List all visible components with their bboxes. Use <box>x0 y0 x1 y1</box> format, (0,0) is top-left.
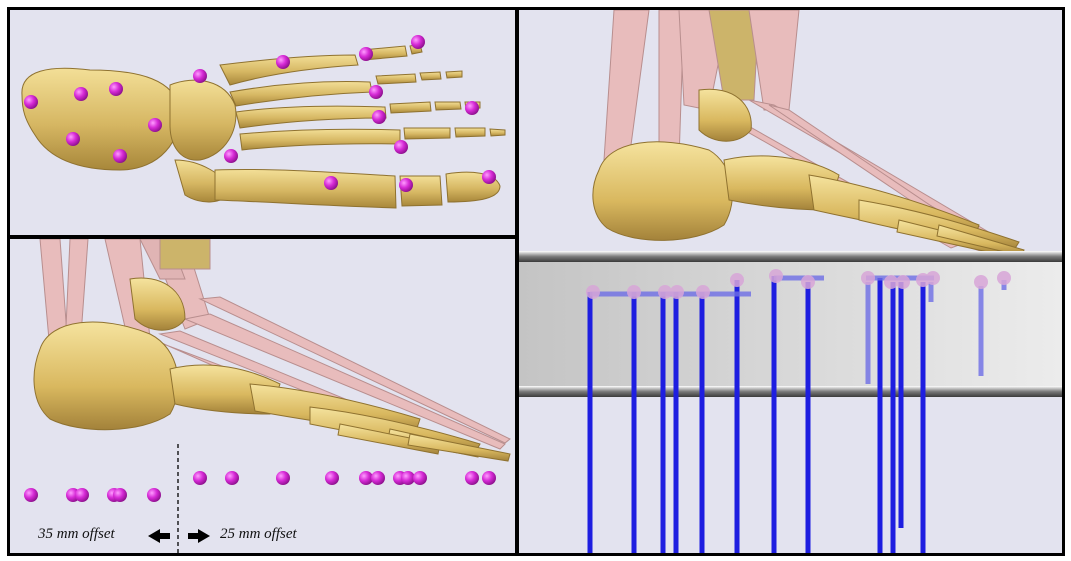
arrow-left-icon <box>148 529 170 543</box>
top-view-panel <box>7 7 518 238</box>
foot-skeleton-plate-view <box>593 89 1024 256</box>
offset-label-25mm: 25 mm offset <box>220 526 297 543</box>
offset-markers <box>24 471 496 502</box>
ground-contact-canvas <box>519 10 1062 553</box>
offset-label-35mm: 35 mm offset <box>38 526 115 543</box>
side-view-panel: 35 mm offset 25 mm offset <box>7 236 518 556</box>
ground-contact-panel <box>516 7 1065 556</box>
arrow-right-icon <box>188 529 210 543</box>
top-view-canvas <box>10 10 515 235</box>
foot-skeleton-top <box>22 44 505 208</box>
side-view-canvas <box>10 239 515 553</box>
